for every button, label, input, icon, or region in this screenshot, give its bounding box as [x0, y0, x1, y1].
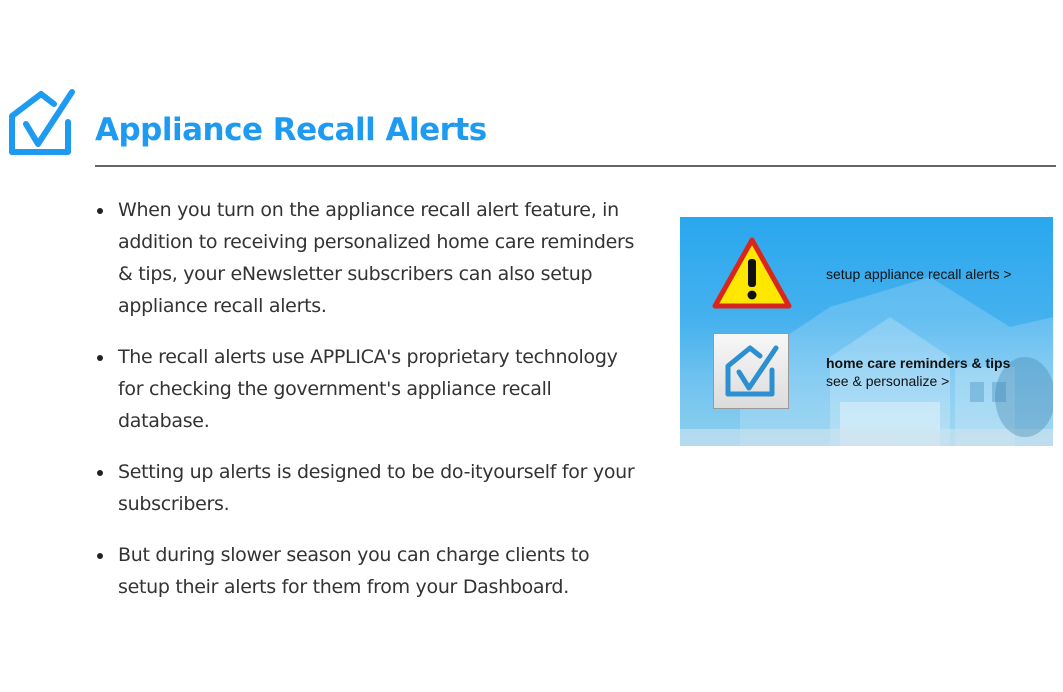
title-divider: [95, 165, 1056, 167]
bullet-dot-icon: [97, 355, 103, 361]
list-item: Setting up alerts is designed to be do-i…: [95, 456, 640, 520]
list-item: The recall alerts use APPLICA's propriet…: [95, 341, 640, 437]
warning-triangle-icon[interactable]: [712, 237, 792, 309]
bullet-text: But during slower season you can charge …: [118, 544, 590, 598]
house-background-image: [680, 277, 1053, 446]
bullet-text: Setting up alerts is designed to be do-i…: [118, 461, 635, 515]
list-item: But during slower season you can charge …: [95, 539, 640, 603]
bullet-dot-icon: [97, 208, 103, 214]
recall-widget-panel: setup appliance recall alerts > home car…: [680, 217, 1053, 446]
setup-recall-alerts-link[interactable]: setup appliance recall alerts >: [826, 266, 1012, 282]
list-item: When you turn on the appliance recall al…: [95, 194, 640, 322]
bullet-text: When you turn on the appliance recall al…: [118, 199, 635, 317]
see-personalize-link[interactable]: see & personalize >: [826, 373, 950, 389]
checkmark-house-icon[interactable]: [713, 333, 789, 409]
bullet-dot-icon: [97, 553, 103, 559]
page-title: Appliance Recall Alerts: [95, 112, 487, 148]
home-care-reminders-link[interactable]: home care reminders & tips: [826, 355, 1011, 371]
feature-bullet-list: When you turn on the appliance recall al…: [95, 194, 640, 622]
house-check-icon: [6, 88, 76, 158]
bullet-text: The recall alerts use APPLICA's propriet…: [118, 346, 618, 432]
bullet-dot-icon: [97, 470, 103, 476]
